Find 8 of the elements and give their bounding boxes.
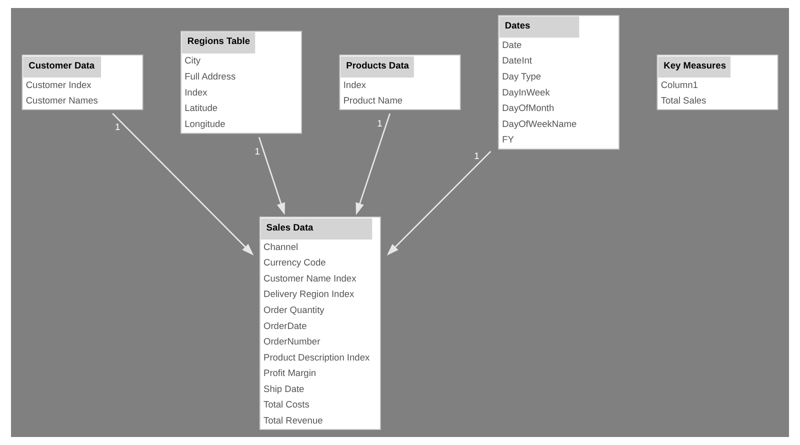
edge-label: 1 (254, 146, 260, 156)
arrow (112, 113, 254, 256)
edge-label: 1 (377, 118, 382, 129)
arrow (356, 113, 391, 216)
arrow (386, 150, 492, 256)
edge-label: 1 (474, 150, 480, 161)
edge-label: 1 (115, 122, 120, 132)
arrow (258, 136, 285, 216)
